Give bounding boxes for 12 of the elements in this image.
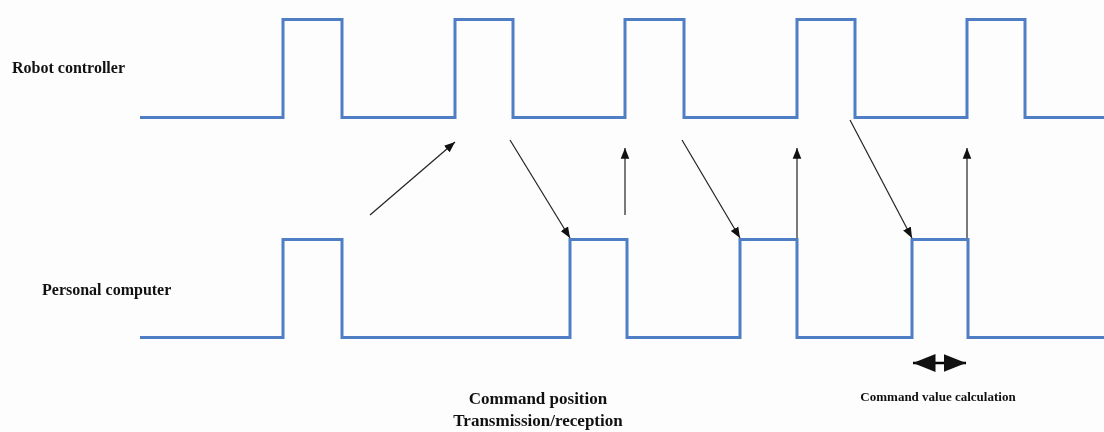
arrow [681,139,741,239]
arrow [962,147,972,239]
arrow [849,119,913,239]
signal-waveform [140,18,1104,119]
arrow [369,141,456,216]
arrow [620,147,630,216]
row-label: Personal computer [42,280,173,301]
annotation-text: Command position Transmission/reception [452,388,624,432]
annotation-text: Command value calculation [859,389,1017,406]
arrow [509,139,571,239]
row-label: Robot controller [12,58,126,78]
arrow [792,147,802,239]
